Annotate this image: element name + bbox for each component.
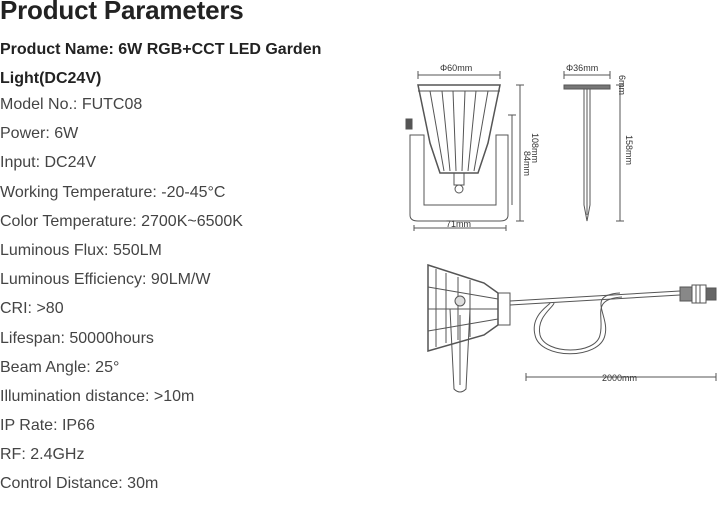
ground-spike <box>563 71 624 222</box>
spec-item: IP Rate: IP66 <box>0 417 95 435</box>
spec-item: Control Distance: 30m <box>0 475 159 493</box>
dim-width-label: 71mm <box>446 219 471 229</box>
spec-item: Power: 6W <box>0 125 79 143</box>
spec-item: Luminous Flux: 550LM <box>0 241 162 259</box>
front-view-lamp <box>405 71 524 231</box>
dim-diameter-label: Φ60mm <box>440 63 472 73</box>
page-title: Product Parameters <box>0 0 244 25</box>
spec-item: Input: DC24V <box>0 154 97 172</box>
dimension-drawing: Φ60mm 71mm 108mm 84mm Φ36mm 6mm 158mm <box>405 63 717 393</box>
spec-item: Beam Angle: 25° <box>0 358 120 376</box>
product-dimension-diagram: Φ60mm 71mm 108mm 84mm Φ36mm 6mm 158mm <box>400 55 720 405</box>
dim-spike-length-label: 158mm <box>624 135 634 165</box>
dim-spike-top-label: 6mm <box>617 75 627 95</box>
spec-item: Lifespan: 50000hours <box>0 329 154 347</box>
dim-inner-label: 84mm <box>522 151 532 176</box>
dim-cable-label: 2000mm <box>602 373 637 383</box>
spec-list: Model No.: FUTC08 Power: 6W Input: DC24V… <box>0 90 243 499</box>
spec-item: Illumination distance: >10m <box>0 387 195 405</box>
dim-height-label: 108mm <box>530 133 540 163</box>
side-view-lamp <box>427 263 717 393</box>
spec-item: RF: 2.4GHz <box>0 446 85 464</box>
spec-item: Luminous Efficiency: 90LM/W <box>0 271 211 289</box>
dim-spike-diameter-label: Φ36mm <box>566 63 598 73</box>
product-name: Product Name: 6W RGB+CCT LED Garden Ligh… <box>0 41 322 87</box>
spec-item: CRI: >80 <box>0 300 64 318</box>
spec-item: Model No.: FUTC08 <box>0 96 143 113</box>
spec-item: Color Temperature: 2700K~6500K <box>0 212 243 230</box>
spec-item: Working Temperature: -20-45°C <box>0 183 226 201</box>
